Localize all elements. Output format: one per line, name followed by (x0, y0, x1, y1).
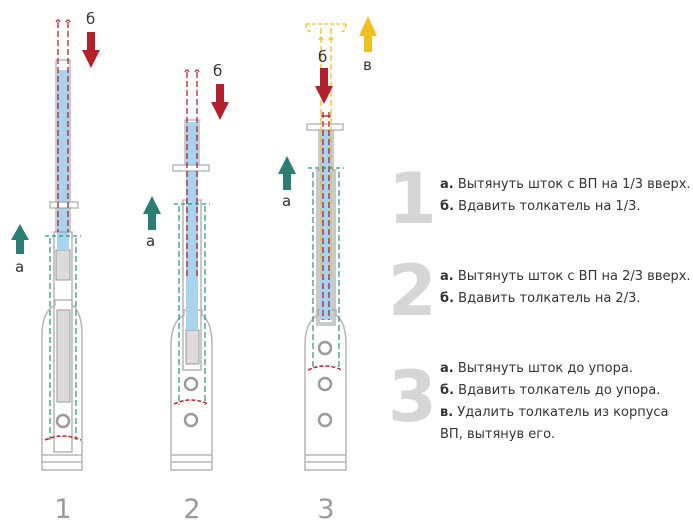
step-2-text: а. Вытянуть шток с ВП на 2/3 вверх. б. В… (440, 266, 691, 310)
step-1-text: а. Вытянуть шток с ВП на 1/3 вверх. б. В… (440, 174, 691, 218)
step-3-text: а. Вытянуть шток до упора. б. Вдавить то… (440, 358, 669, 446)
step-1-line-a: а. Вытянуть шток с ВП на 1/3 вверх. (440, 177, 691, 192)
body-outline (304, 309, 347, 471)
figure-2 (143, 69, 229, 471)
step-2-line-b: б. Вдавить толкатель на 2/3. (440, 291, 641, 306)
arrow-a (11, 224, 29, 254)
body-outline (170, 309, 213, 471)
step-2-number: 2 (388, 250, 437, 332)
arrow-a (278, 156, 296, 190)
figure-number-3: 3 (317, 494, 335, 525)
arrow-b (82, 32, 100, 68)
fig2-label-b: б (213, 62, 223, 80)
arrow-a (143, 196, 161, 230)
figure-1 (11, 19, 100, 471)
figure-number-2: 2 (183, 494, 201, 525)
fig1-label-b: б (86, 10, 96, 28)
arrow-b (315, 68, 333, 104)
fig3-label-b: б (318, 48, 328, 66)
figure-3 (278, 16, 377, 471)
arrow-b (211, 84, 229, 120)
step-1-line-b: б. Вдавить толкатель на 1/3. (440, 199, 641, 214)
hole (55, 413, 71, 429)
liquid (320, 130, 332, 320)
step-3-number: 3 (388, 356, 437, 438)
step-3-line-c: в. Удалить толкатель из корпуса (440, 405, 669, 420)
step-3-line-b: б. Вдавить толкатель до упора. (440, 383, 661, 398)
liquid (186, 122, 198, 330)
step-3-line-d: ВП, вытянув его. (440, 427, 556, 442)
step-2-line-a: а. Вытянуть шток с ВП на 2/3 вверх. (440, 269, 691, 284)
fig2-label-a: а (146, 232, 156, 250)
figure-number-1: 1 (54, 494, 72, 525)
fig1-label-a: а (15, 258, 25, 276)
step-1-number: 1 (388, 158, 437, 240)
step-3-line-a: а. Вытянуть шток до упора. (440, 361, 633, 376)
fig3-label-a: а (282, 192, 292, 210)
liquid (57, 70, 69, 250)
plunger-gray (56, 309, 71, 403)
fig3-label-c: в (363, 56, 372, 74)
arrow-c (359, 16, 377, 52)
